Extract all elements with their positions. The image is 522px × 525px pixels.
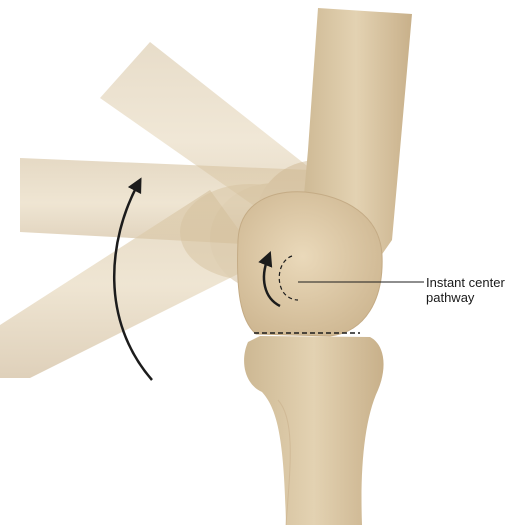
callout-line-2: pathway [426, 290, 505, 305]
instant-center-pathway-label: Instant center pathway [426, 275, 505, 305]
femoral-condyle [238, 192, 383, 336]
tibia [244, 336, 383, 525]
callout-line-1: Instant center [426, 275, 505, 290]
